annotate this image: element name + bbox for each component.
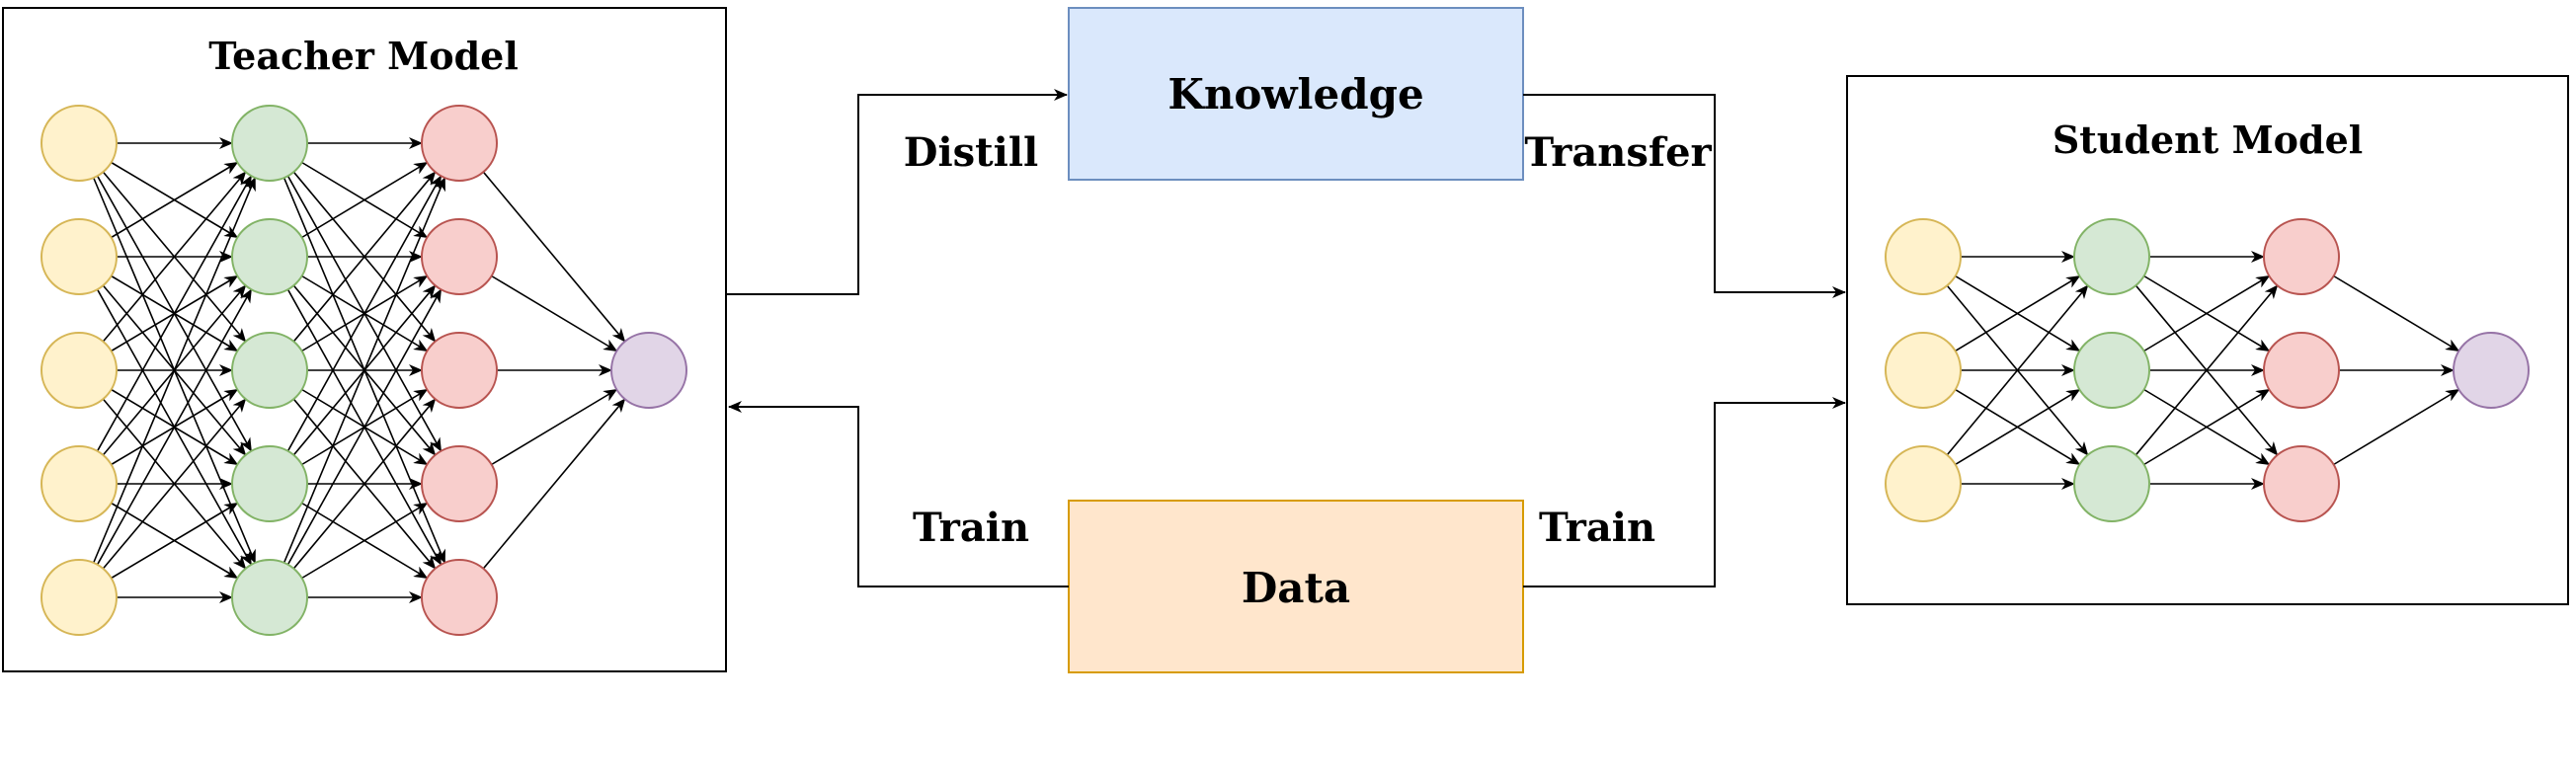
teacher-hidden-node <box>231 218 308 295</box>
teacher-edge <box>96 175 253 452</box>
student-hidden-node <box>2073 218 2150 295</box>
teacher-edge <box>92 177 257 564</box>
train-student-label: Train <box>1539 505 1655 551</box>
teacher-edge <box>491 274 618 352</box>
teacher-network-edges <box>92 137 626 603</box>
teacher-edge <box>482 171 626 343</box>
teacher-hidden-node <box>231 559 308 636</box>
teacher-final-node <box>610 332 687 409</box>
teacher-edge <box>96 288 253 566</box>
teacher-hidden-node <box>231 332 308 409</box>
distill-arrow <box>726 89 1068 295</box>
teacher-input-node <box>40 105 118 182</box>
data-box: Data <box>1068 500 1524 673</box>
distill-label: Distill <box>904 129 1038 176</box>
student-edge <box>2333 274 2460 352</box>
teacher-hidden-node <box>231 105 308 182</box>
knowledge-box: Knowledge <box>1068 7 1524 181</box>
transfer-arrow <box>1523 94 1846 298</box>
teacher-edge <box>286 288 443 566</box>
teacher-edge <box>301 161 429 239</box>
student-edge <box>2143 274 2271 352</box>
connector-arrows <box>726 89 1846 587</box>
student-network-nodes <box>1885 218 2530 522</box>
student-hidden-node <box>2073 332 2150 409</box>
train-student-arrow <box>1523 397 1846 587</box>
student-edge <box>2333 388 2460 466</box>
teacher-output-node <box>421 105 498 182</box>
teacher-input-node <box>40 218 118 295</box>
student-output-node <box>2263 332 2340 409</box>
data-label: Data <box>1242 564 1350 612</box>
teacher-edge <box>301 502 429 580</box>
teacher-edge <box>111 502 239 580</box>
student-network-edges <box>1946 251 2460 490</box>
train-teacher-arrow <box>728 401 1069 587</box>
teacher-edge <box>102 171 247 343</box>
teacher-output-node <box>421 218 498 295</box>
student-edge <box>1946 284 2089 456</box>
data-box-rect <box>1068 500 1524 673</box>
transfer-label: Transfer <box>1524 129 1712 176</box>
teacher-edge <box>482 398 626 570</box>
student-input-node <box>1885 218 1962 295</box>
teacher-edge <box>282 177 446 564</box>
teacher-edge <box>286 175 443 452</box>
teacher-model-frame <box>2 7 727 672</box>
teacher-output-node <box>421 332 498 409</box>
teacher-input-node <box>40 332 118 409</box>
teacher-model-title: Teacher Model <box>208 34 519 78</box>
teacher-edge <box>111 161 239 239</box>
student-edge <box>2143 388 2271 466</box>
teacher-edge <box>102 398 247 570</box>
teacher-edge <box>292 398 437 570</box>
student-edge <box>1955 274 2081 352</box>
teacher-network-nodes <box>40 105 687 636</box>
student-edge <box>1955 388 2081 466</box>
teacher-model: Teacher Model <box>2 7 727 672</box>
student-model: Student Model <box>1846 75 2569 605</box>
student-model-title: Student Model <box>2053 117 2363 162</box>
teacher-hidden-node <box>231 445 308 522</box>
teacher-input-node <box>40 445 118 522</box>
teacher-output-node <box>421 559 498 636</box>
student-hidden-node <box>2073 445 2150 522</box>
student-edge <box>2134 284 2279 456</box>
knowledge-box-rect <box>1068 7 1524 181</box>
teacher-edge <box>491 388 618 466</box>
teacher-edge <box>292 171 437 343</box>
student-input-node <box>1885 332 1962 409</box>
student-output-node <box>2263 445 2340 522</box>
knowledge-label: Knowledge <box>1167 70 1423 118</box>
student-output-node <box>2263 218 2340 295</box>
student-final-node <box>2453 332 2530 409</box>
teacher-output-node <box>421 445 498 522</box>
teacher-input-node <box>40 559 118 636</box>
student-input-node <box>1885 445 1962 522</box>
train-teacher-label: Train <box>913 505 1029 551</box>
